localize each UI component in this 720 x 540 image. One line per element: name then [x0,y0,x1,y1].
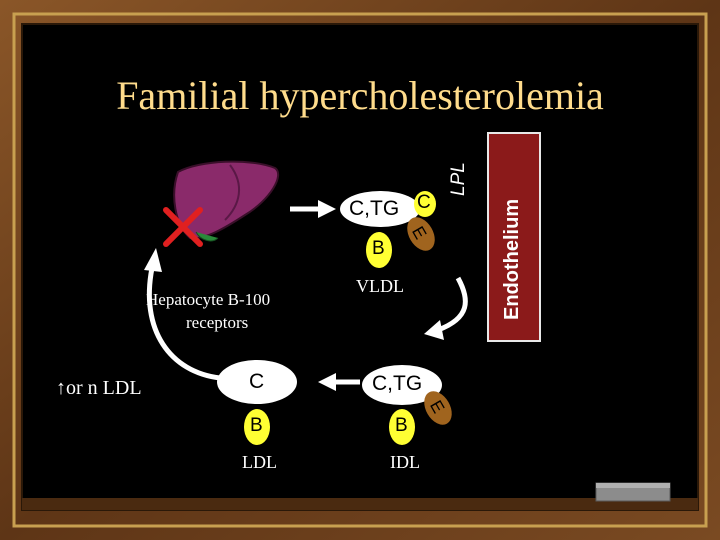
vldl-apo-b [366,232,392,268]
ldl-apo-b [244,409,270,445]
vldl-name: VLDL [356,276,404,296]
idl-apo-b [389,409,415,445]
idl-core [362,365,442,405]
idl-apo-b-label: B [395,415,408,436]
receptor-label-line2: receptors [186,313,249,332]
arrow-vldl-to-idl [424,276,468,340]
idl-core-label: C,TG [372,372,423,395]
ldl-core-label: C [249,370,265,393]
endothelium-bar [487,132,541,342]
page-title: Familial hypercholesterolemia [116,73,604,118]
idl-particle [362,365,452,445]
eraser-icon [595,482,671,502]
ldl-core [217,360,297,404]
vldl-apo-c [414,191,436,217]
vldl-apo-e [407,217,435,251]
vldl-particle [340,191,436,268]
vldl-apo-c-label: C [417,192,431,213]
ldl-apo-b-label: B [250,415,263,436]
lpl-label: LPL [448,162,469,196]
idl-apo-e [424,391,452,425]
arrow-ldl-to-liver [144,248,221,381]
plasma-ldl-note: ↑or n LDL [56,377,142,399]
idl-name: IDL [390,452,420,472]
liver-icon [173,160,280,242]
vldl-core-label: C,TG [349,197,400,220]
vldl-core [340,191,420,227]
blocked-x-icon [163,207,203,247]
ldl-name: LDL [242,452,277,472]
receptor-label-line1: Hepatocyte B-100 [146,290,271,309]
arrow-idl-to-ldl [318,373,360,391]
arrow-liver-to-vldl [290,200,336,218]
ldl-particle [217,360,297,445]
endothelium-label: Endothelium [501,198,523,320]
vldl-apo-b-label: B [372,238,385,259]
